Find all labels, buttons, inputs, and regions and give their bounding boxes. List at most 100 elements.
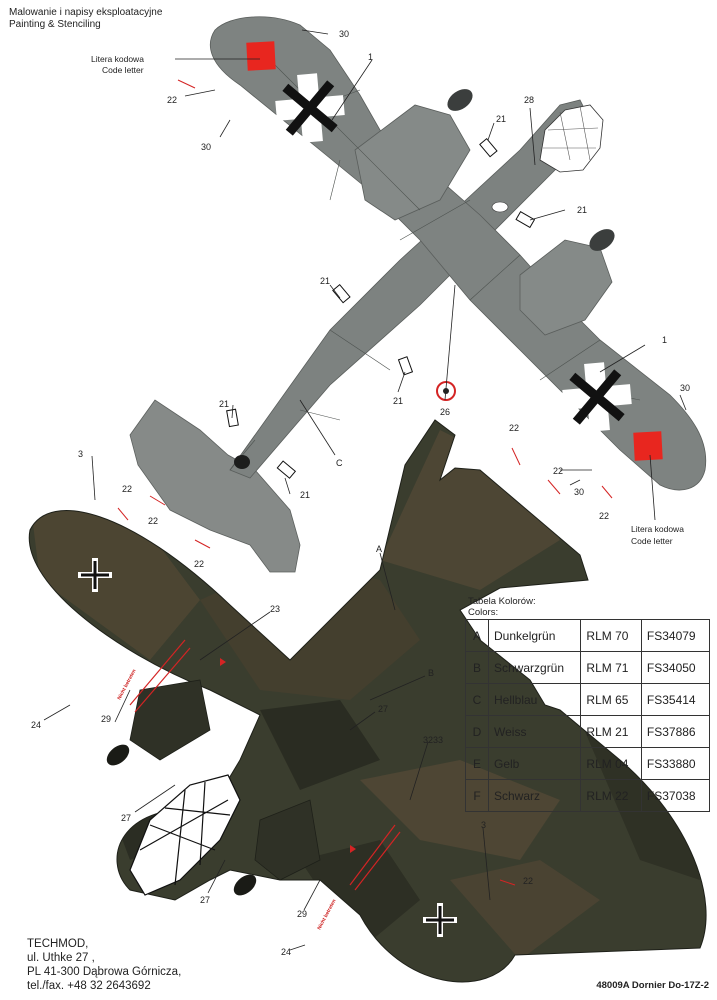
color-fs: FS35414 [640, 683, 711, 716]
callout-22-bottom: 22 [523, 876, 533, 886]
underside-nacelle-right [519, 239, 613, 336]
code-letter-square-right [633, 431, 663, 461]
code-letter-label-pl-right: Litera kodowa [631, 524, 684, 534]
balkenkreuz-top-left [78, 558, 112, 592]
color-name: Schwarzgrün [487, 651, 582, 684]
callout-24-right: 24 [281, 947, 291, 957]
callout-21-e: 21 [219, 399, 229, 409]
company-name: TECHMOD, [27, 938, 89, 950]
callout-26: 26 [440, 407, 450, 417]
balkenkreuz-top-right [423, 903, 457, 937]
color-fs: FS34050 [640, 651, 711, 684]
callout-3-left: 3 [78, 449, 83, 459]
color-rlm: RLM 04 [580, 747, 642, 780]
color-fs: FS34079 [640, 619, 711, 652]
color-letter: B [465, 651, 489, 684]
callout-22-l3: 22 [194, 559, 204, 569]
color-rlm: RLM 22 [580, 779, 642, 812]
callout-22-top: 22 [167, 95, 177, 105]
model-footer: 48009A Dornier Do-17Z-2 [596, 980, 709, 991]
header: Malowanie i napisy eksploatacyjne Painti… [9, 7, 162, 31]
callout-21-a: 21 [496, 114, 506, 124]
table-row: E Gelb RLM 04 FS33880 [465, 747, 711, 780]
red-stencil-marks [117, 79, 613, 886]
callout-a: A [376, 544, 382, 554]
callout-27-a: 27 [378, 704, 388, 714]
callout-23: 23 [270, 604, 280, 614]
title-polish: Malowanie i napisy eksploatacyjne [9, 7, 163, 18]
color-rlm: RLM 65 [580, 683, 642, 716]
table-row: C Hellblau RLM 65 FS35414 [465, 683, 711, 716]
color-rlm: RLM 71 [580, 651, 642, 684]
color-letter: E [465, 747, 489, 780]
callout-30-r2: 30 [574, 487, 584, 497]
color-table-title: Tabela Kolorów: Colors: [468, 596, 536, 618]
underside-glazed-nose [539, 104, 604, 173]
callout-32-33: 3233 [423, 735, 443, 745]
callout-30-top: 30 [339, 29, 349, 39]
callout-22-l2: 22 [148, 516, 158, 526]
callout-27-b: 27 [121, 813, 131, 823]
callout-c: C [336, 458, 343, 468]
stencil-walkways [129, 639, 401, 891]
callout-1-right: 1 [662, 335, 667, 345]
callout-1-top: 1 [368, 52, 373, 62]
color-name: Weiss [487, 715, 582, 748]
color-table-title-pl: Tabela Kolorów: [468, 596, 536, 607]
callout-22-r2: 22 [553, 466, 563, 476]
underside-spinner-right [589, 229, 615, 251]
underside-nacelle-left [354, 104, 471, 221]
code-letter-label-en-right: Code letter [631, 536, 673, 546]
callout-29-right: 29 [297, 909, 307, 919]
callout-22-l1: 22 [122, 484, 132, 494]
table-row: A Dunkelgrün RLM 70 FS34079 [465, 619, 711, 652]
callout-24-left: 24 [31, 720, 41, 730]
table-row: F Schwarz RLM 22 FS37038 [465, 779, 711, 812]
color-rlm: RLM 70 [580, 619, 642, 652]
tailwheel [234, 455, 250, 469]
callout-30-right: 30 [680, 383, 690, 393]
callout-30-left: 30 [201, 142, 211, 152]
color-rlm: RLM 21 [580, 715, 642, 748]
color-fs: FS37886 [640, 715, 711, 748]
top-canopy [129, 774, 241, 896]
color-name: Hellblau [487, 683, 582, 716]
color-letter: F [465, 779, 489, 812]
underside-tailplane [129, 399, 301, 573]
color-letter: D [465, 715, 489, 748]
company-city: PL 41-300 Dąbrowa Górnicza, [27, 966, 182, 978]
color-name: Gelb [487, 747, 582, 780]
callout-3-right: 3 [481, 820, 486, 830]
color-table: A Dunkelgrün RLM 70 FS34079 B Schwarzgrü… [465, 619, 711, 812]
stencil-boxes [226, 137, 536, 479]
color-name: Dunkelgrün [487, 619, 582, 652]
callout-21-d: 21 [393, 396, 403, 406]
underside-view [129, 16, 707, 573]
callout-numbers: 30 1 22 30 28 21 21 21 21 26 21 21 C 1 3… [31, 29, 690, 957]
balkenkreuz-underside-left [275, 73, 345, 143]
callout-22-r1: 22 [509, 423, 519, 433]
callout-29-left: 29 [101, 714, 111, 724]
color-fs: FS33880 [640, 747, 711, 780]
underside-spinner-left [447, 89, 473, 111]
leader-lines [43, 29, 687, 951]
callout-28: 28 [524, 95, 534, 105]
color-letter: A [465, 619, 489, 652]
code-letter-label-pl-left: Litera kodowa [91, 54, 144, 64]
balkenkreuz-underside-right [562, 362, 632, 432]
callout-22-r3: 22 [599, 511, 609, 521]
underside-wing [209, 16, 707, 491]
table-row: D Weiss RLM 21 FS37886 [465, 715, 711, 748]
callout-b: B [428, 668, 434, 678]
underside-fuselage [229, 99, 591, 479]
callout-21-c: 21 [320, 276, 330, 286]
color-name: Schwarz [487, 779, 582, 812]
color-fs: FS37038 [640, 779, 711, 812]
table-row: B Schwarzgrün RLM 71 FS34050 [465, 651, 711, 684]
code-letter-label-en-left: Code letter [102, 65, 144, 75]
color-table-title-en: Colors: [468, 607, 499, 618]
callout-21-b: 21 [577, 205, 587, 215]
stencil-text-right: Nicht betreten [316, 898, 337, 931]
callout-27-c: 27 [200, 895, 210, 905]
